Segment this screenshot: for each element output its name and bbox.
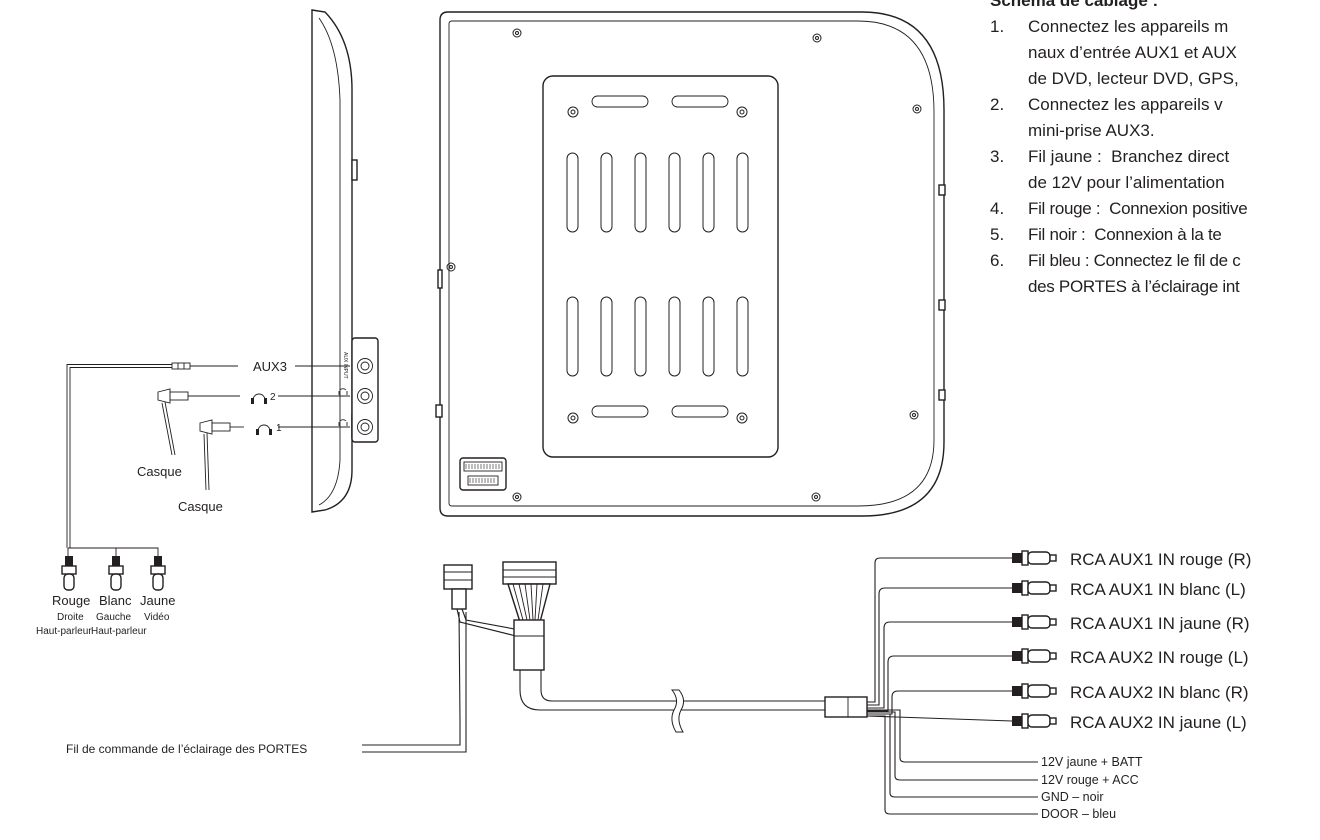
rca-white-role: Haut-parleur: [91, 626, 147, 637]
casque-label-2: Casque: [178, 499, 223, 514]
power-wire-2: 12V rouge + ACC: [1041, 773, 1139, 787]
instruction-number: 2.: [990, 95, 1005, 114]
rca-output-5: RCA AUX2 IN blanc (R): [1070, 683, 1249, 702]
headphone-1-icon: [256, 424, 272, 435]
rca-breakout: Rouge Droite Haut-parleur Blanc Gauche H…: [36, 547, 175, 637]
monitor-side-view: AUX INPUT: [311, 9, 379, 513]
instructions-list: 1. Connectez les appareils m naux d’entrée…: [960, 14, 1320, 300]
instruction-line: Connectez les appareils v: [1028, 95, 1223, 114]
instruction-line: de DVD, lecteur DVD, GPS,: [1028, 69, 1239, 88]
instruction-number: 6.: [990, 251, 1005, 270]
instruction-line: naux d’entrée AUX1 et AUX: [1028, 43, 1237, 62]
aux-input-marking: AUX INPUT: [342, 352, 348, 379]
instruction-item: 4. Fil rouge : Connexion positive: [960, 196, 1320, 222]
rca-plug-red-icon: [61, 556, 77, 591]
wiring-harness: RCA AUX1 IN rouge (R) RCA AUX1 IN blanc …: [66, 550, 1251, 821]
harness-connector-small: [443, 564, 473, 610]
instruction-line: Connectez les appareils m: [1028, 17, 1229, 36]
aux3-minijack-icon: [66, 362, 238, 548]
rca-output-4: RCA AUX2 IN rouge (L): [1070, 648, 1249, 667]
rca-white-color: Blanc: [99, 593, 132, 608]
instruction-number: 5.: [990, 225, 1005, 244]
wiring-instructions: Schéma de câblage : 1. Connectez les appa…: [960, 0, 1320, 300]
casque-label-1: Casque: [137, 464, 182, 479]
power-wire-3: GND – noir: [1041, 790, 1104, 804]
rca-plug-white-icon: [108, 556, 124, 591]
instruction-line: Fil bleu : Connectez le fil de c: [1028, 251, 1241, 270]
rca-white-side: Gauche: [96, 612, 131, 623]
instruction-number: 4.: [990, 199, 1005, 218]
instruction-line: Fil jaune : Branchez direct: [1028, 147, 1230, 166]
instruction-line: de 12V pour l’alimentation: [1028, 173, 1225, 192]
rca-red-side: Droite: [57, 612, 84, 623]
headphone-2-label: 2: [270, 392, 276, 403]
instruction-line: mini-prise AUX3.: [1028, 121, 1155, 140]
harness-rca-plug-icons: [1012, 550, 1057, 729]
aux3-label: AUX3: [253, 359, 287, 374]
headphone-1-label: 1: [276, 423, 282, 434]
instruction-item: 2. Connectez les appareils v mini-prise AU…: [960, 92, 1320, 144]
side-connector-callouts: AUX3 2 1 Casque Casq: [66, 359, 350, 548]
instruction-item: 3. Fil jaune : Branchez direct de 12V pour…: [960, 144, 1320, 196]
rca-red-color: Rouge: [52, 593, 90, 608]
rca-yellow-color: Jaune: [140, 593, 175, 608]
instructions-heading: Schéma de câblage :: [990, 0, 1159, 10]
headphone-2-icon: [251, 393, 267, 404]
headphone-plug-1-icon: [199, 419, 244, 491]
instruction-line: Fil rouge : Connexion positive: [1028, 199, 1248, 218]
power-wire-4: DOOR – bleu: [1041, 807, 1116, 821]
rca-output-3: RCA AUX1 IN jaune (R): [1070, 614, 1250, 633]
instruction-item: 1. Connectez les appareils m naux d’entrée…: [960, 14, 1320, 92]
power-wire-1: 12V jaune + BATT: [1041, 755, 1143, 769]
instruction-line: des PORTES à l’éclairage int: [1028, 277, 1240, 296]
harness-connector-large: [502, 561, 557, 623]
rca-yellow-side: Vidéo: [144, 612, 170, 623]
instruction-number: 1.: [990, 17, 1005, 36]
instruction-item: 6. Fil bleu : Connectez le fil de c des PO…: [960, 248, 1320, 300]
rca-output-6: RCA AUX2 IN jaune (L): [1070, 713, 1247, 732]
rca-output-1: RCA AUX1 IN rouge (R): [1070, 550, 1251, 569]
door-wire-label: Fil de commande de l’éclairage des PORTE…: [66, 742, 307, 756]
rca-red-role: Haut-parleur: [36, 626, 92, 637]
rca-output-2: RCA AUX1 IN blanc (L): [1070, 580, 1246, 599]
instruction-number: 3.: [990, 147, 1005, 166]
instruction-line: Fil noir : Connexion à la te: [1028, 225, 1222, 244]
headphone-plug-2-icon: [157, 388, 240, 456]
rear-connector-block: [459, 457, 507, 491]
rca-plug-yellow-icon: [150, 556, 166, 591]
monitor-rear-view: [435, 11, 946, 517]
instruction-item: 5. Fil noir : Connexion à la te: [960, 222, 1320, 248]
